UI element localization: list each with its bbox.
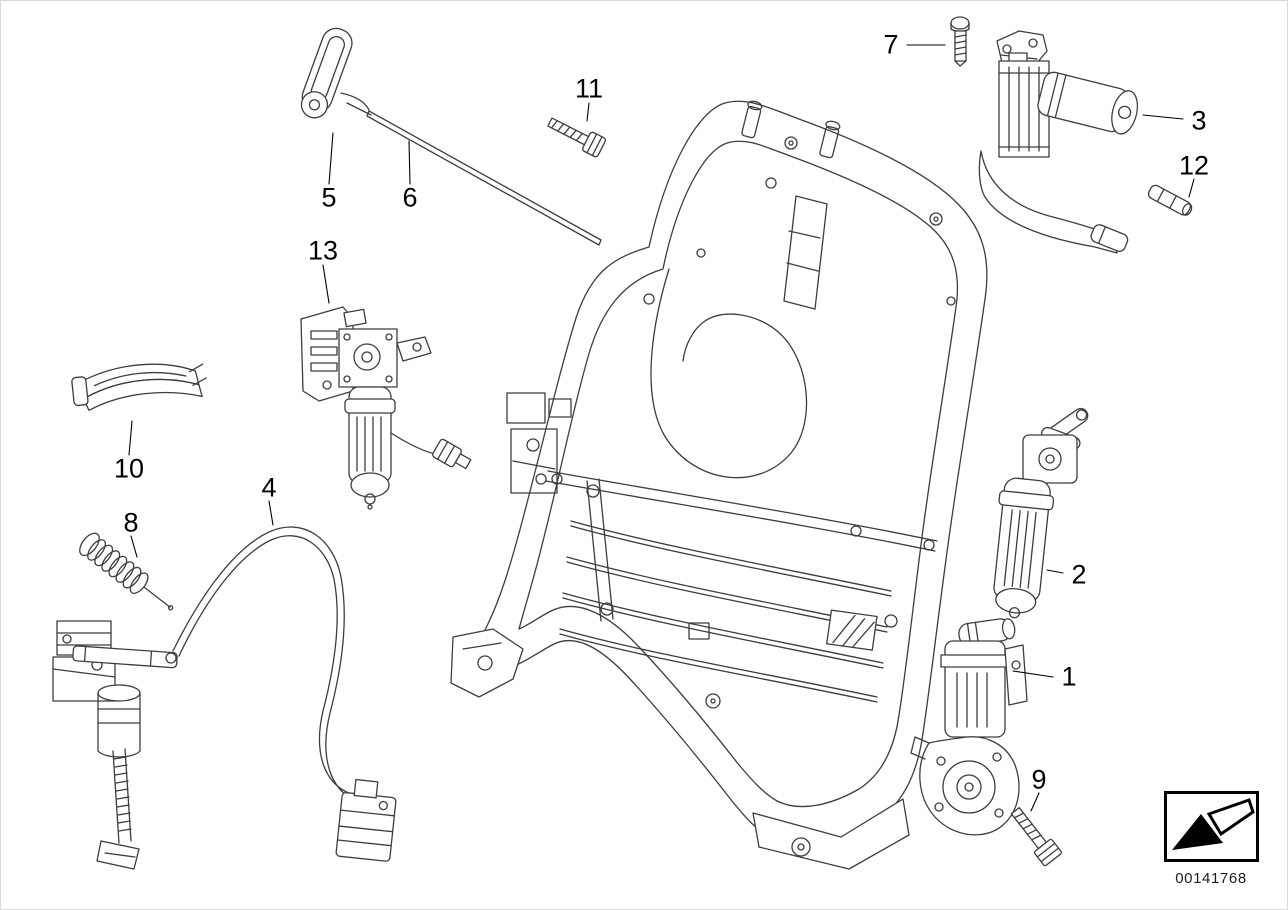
callout-5[interactable]: 5 <box>321 182 337 213</box>
part-13-drive-motor <box>300 306 472 510</box>
nav-arrow-box[interactable] <box>1164 791 1259 862</box>
callout-9[interactable]: 9 <box>1031 764 1047 795</box>
back-arrow-icon <box>1172 798 1255 850</box>
callout-10[interactable]: 10 <box>113 453 145 484</box>
callout-11[interactable]: 11 <box>574 73 604 104</box>
part-5-crank-handle <box>300 27 372 119</box>
part-2-motor <box>993 407 1089 619</box>
part-10-guide-rail <box>71 363 207 411</box>
callout-6[interactable]: 6 <box>402 182 418 213</box>
callout-13[interactable]: 13 <box>307 235 339 266</box>
part-6-rod <box>366 110 602 246</box>
callout-4[interactable]: 4 <box>261 472 277 503</box>
leader-lines <box>128 44 1195 812</box>
part-7-screw <box>950 16 970 67</box>
callout-1[interactable]: 1 <box>1061 661 1077 692</box>
part-9-bolt <box>1010 807 1062 867</box>
part-12-pin <box>1147 184 1193 216</box>
callout-3[interactable]: 3 <box>1191 105 1207 136</box>
image-id: 00141768 <box>1175 870 1247 887</box>
seat-backrest-frame <box>450 100 988 870</box>
part-8-spring <box>79 532 174 611</box>
callout-8[interactable]: 8 <box>123 507 139 538</box>
callout-12[interactable]: 12 <box>1178 150 1210 181</box>
part-3-motor-assembly <box>978 30 1139 254</box>
callout-7[interactable]: 7 <box>883 29 899 60</box>
part-1-motor-gear <box>910 618 1028 836</box>
part-4-cable-actuator <box>52 526 397 870</box>
callout-2[interactable]: 2 <box>1071 559 1087 590</box>
part-11-bolt <box>547 117 607 158</box>
